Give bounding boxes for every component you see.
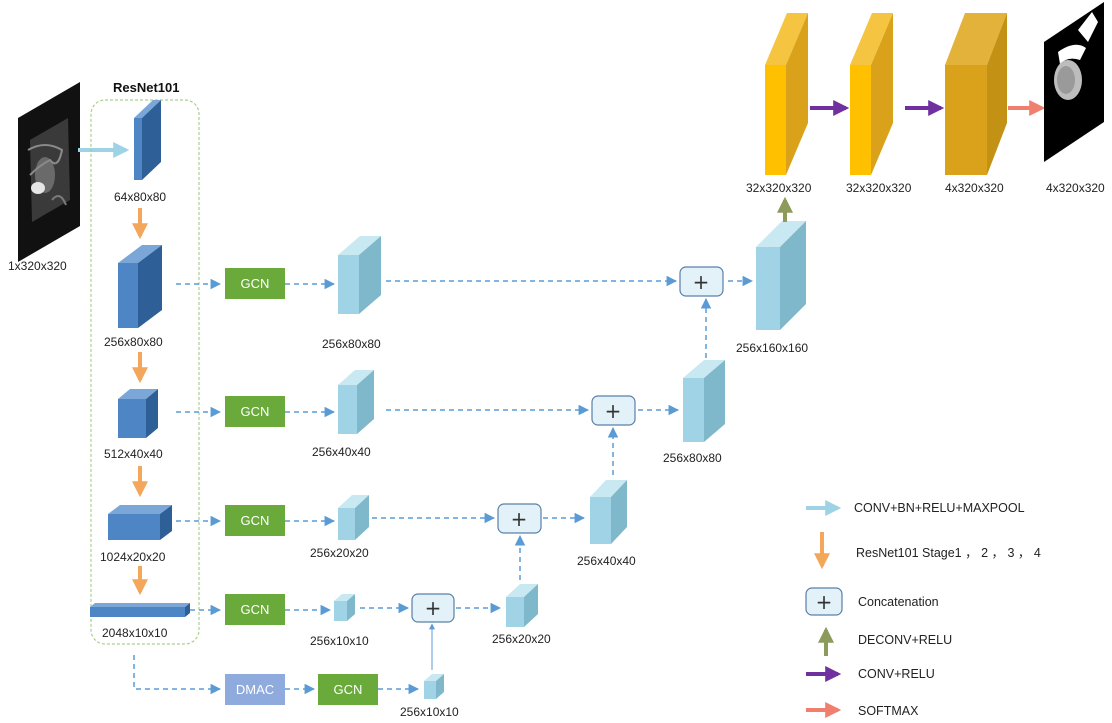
legend-plus-symbol: + — [816, 590, 833, 614]
head-size-2: 32x320x320 — [846, 181, 912, 195]
svg-text:GCN: GCN — [241, 513, 270, 528]
gcn-output-size-1: 256x80x80 — [322, 337, 381, 351]
output-mask-image — [1044, 2, 1104, 162]
legend-label-2: ResNet101 Stage1 ， 2 ， 3 ， 4 — [856, 546, 1041, 560]
merged-block-1 — [506, 584, 538, 627]
gcn-output-size-2: 256x40x40 — [312, 445, 371, 459]
legend-label-6: SOFTMAX — [858, 704, 919, 718]
head-size-3: 4x320x320 — [945, 181, 1004, 195]
head-block-1 — [765, 13, 808, 175]
gcn-box-4: GCN — [225, 594, 285, 625]
gcn-box-1: GCN — [225, 268, 285, 299]
merged-block-4 — [756, 221, 806, 330]
legend-label-1: CONV+BN+RELU+MAXPOOL — [854, 501, 1025, 515]
concat-node-2: + — [497, 503, 542, 534]
merged-block-2 — [590, 480, 627, 544]
gcn-box-5: GCN — [318, 674, 378, 705]
encoder-size-2: 256x80x80 — [104, 335, 163, 349]
svg-text:+: + — [693, 270, 710, 294]
encoder-size-3: 512x40x40 — [104, 447, 163, 461]
head-size-1: 32x320x320 — [746, 181, 812, 195]
gcn-output-size-5: 256x10x10 — [400, 705, 459, 719]
input-size-label: 1x320x320 — [8, 259, 67, 273]
merged-block-3 — [683, 360, 725, 442]
gcn-output-size-3: 256x20x20 — [310, 546, 369, 560]
merged-size-3: 256x80x80 — [663, 451, 722, 465]
encoder-block-4 — [108, 505, 172, 540]
encoder-block-2 — [118, 245, 162, 328]
dmac-box: DMAC — [225, 674, 285, 705]
legend-label-5: CONV+RELU — [858, 667, 935, 681]
svg-text:+: + — [511, 507, 528, 531]
concat-node-4: + — [679, 266, 724, 297]
concat-node-1: + — [411, 593, 455, 623]
arrow-enc5-dmac — [133, 655, 222, 695]
gcn-box-3: GCN — [225, 505, 285, 536]
merged-size-2: 256x40x40 — [577, 554, 636, 568]
svg-text:GCN: GCN — [241, 602, 270, 617]
merged-size-4: 256x160x160 — [736, 341, 808, 355]
resnet101-title: ResNet101 — [113, 80, 180, 95]
gcn-box-2: GCN — [225, 396, 285, 427]
merged-size-1: 256x20x20 — [492, 632, 551, 646]
svg-text:+: + — [605, 399, 622, 423]
encoder-size-4: 1024x20x20 — [100, 550, 166, 564]
encoder-size-5: 2048x10x10 — [102, 626, 168, 640]
encoder-size-1: 64x80x80 — [114, 190, 166, 204]
head-block-2 — [850, 13, 893, 175]
input-image — [18, 82, 80, 262]
svg-text:GCN: GCN — [334, 682, 363, 697]
svg-text:GCN: GCN — [241, 404, 270, 419]
encoder-block-5 — [90, 603, 190, 617]
head-block-3 — [945, 13, 1007, 175]
encoder-block-1 — [134, 100, 161, 180]
encoder-block-3 — [118, 389, 158, 438]
gcn-output-block-4 — [334, 594, 355, 621]
svg-text:+: + — [425, 596, 442, 620]
svg-text:GCN: GCN — [241, 276, 270, 291]
gcn-output-block-1 — [338, 236, 381, 314]
legend-label-3: Concatenation — [858, 595, 939, 609]
gcn-output-size-4: 256x10x10 — [310, 634, 369, 648]
gcn-output-block-2 — [338, 370, 374, 434]
concat-node-3: + — [591, 395, 636, 426]
resnet101-container — [90, 99, 200, 645]
gcn-output-block-5 — [424, 674, 444, 699]
head-size-4: 4x320x320 — [1046, 181, 1105, 195]
legend: CONV+BN+RELU+MAXPOOL ResNet101 Stage1 ， … — [805, 500, 1041, 718]
legend-plus-node — [805, 587, 843, 616]
svg-text:DMAC: DMAC — [236, 682, 274, 697]
gcn-output-block-3 — [338, 495, 369, 540]
legend-label-4: DECONV+RELU — [858, 633, 952, 647]
